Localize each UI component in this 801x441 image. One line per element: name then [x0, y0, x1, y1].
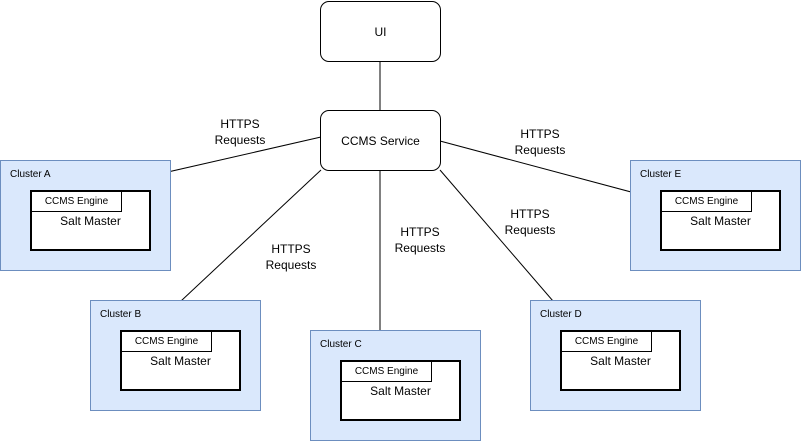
ccms-engine-a[interactable]: CCMS Engine — [31, 191, 122, 212]
edge-label-e-line2: Requests — [514, 143, 566, 157]
cluster-b[interactable]: Cluster B CCMS Engine Salt Master — [90, 300, 261, 411]
edge-label-e-line1: HTTPS — [520, 127, 560, 141]
edge-label-e: HTTPS Requests — [500, 126, 580, 158]
cluster-a[interactable]: Cluster A CCMS Engine Salt Master — [0, 160, 171, 271]
salt-master-b-label: Salt Master — [150, 354, 211, 368]
edge-label-b-line2: Requests — [265, 258, 317, 272]
ui-node-label: UI — [374, 24, 387, 39]
salt-master-b[interactable]: CCMS Engine Salt Master — [120, 330, 241, 391]
cluster-c[interactable]: Cluster C CCMS Engine Salt Master — [310, 330, 481, 441]
ccms-service-node[interactable]: CCMS Service — [320, 110, 441, 171]
edge-label-d-line1: HTTPS — [510, 207, 550, 221]
ccms-engine-e[interactable]: CCMS Engine — [661, 191, 752, 212]
cluster-c-label: Cluster C — [320, 339, 362, 350]
cluster-e[interactable]: Cluster E CCMS Engine Salt Master — [630, 160, 801, 271]
edge-label-b-line1: HTTPS — [271, 242, 311, 256]
ui-node[interactable]: UI — [320, 1, 441, 62]
edge-label-c: HTTPS Requests — [380, 224, 460, 256]
salt-master-a[interactable]: CCMS Engine Salt Master — [30, 190, 151, 251]
cluster-d[interactable]: Cluster D CCMS Engine Salt Master — [530, 300, 701, 411]
edge-label-d-line2: Requests — [504, 223, 556, 237]
ccms-engine-d[interactable]: CCMS Engine — [561, 331, 652, 352]
edge-label-c-line2: Requests — [394, 241, 446, 255]
edge-label-d: HTTPS Requests — [490, 206, 570, 238]
ccms-service-label: CCMS Service — [341, 133, 420, 148]
cluster-a-label: Cluster A — [10, 169, 51, 180]
ccms-engine-c[interactable]: CCMS Engine — [341, 361, 432, 382]
edge-label-c-line1: HTTPS — [400, 225, 440, 239]
salt-master-d[interactable]: CCMS Engine Salt Master — [560, 330, 681, 391]
salt-master-c-label: Salt Master — [370, 384, 431, 398]
edge-label-a-line2: Requests — [214, 133, 266, 147]
cluster-b-label: Cluster B — [100, 309, 142, 320]
salt-master-e[interactable]: CCMS Engine Salt Master — [660, 190, 781, 251]
ccms-engine-b[interactable]: CCMS Engine — [121, 331, 212, 352]
salt-master-d-label: Salt Master — [590, 354, 651, 368]
edge-service-cluster-e — [439, 140, 662, 201]
cluster-e-label: Cluster E — [640, 169, 682, 180]
salt-master-e-label: Salt Master — [690, 214, 751, 228]
cluster-d-label: Cluster D — [540, 309, 582, 320]
salt-master-a-label: Salt Master — [60, 214, 121, 228]
edge-label-a-line1: HTTPS — [220, 117, 260, 131]
edge-label-a: HTTPS Requests — [200, 116, 280, 148]
salt-master-c[interactable]: CCMS Engine Salt Master — [340, 360, 461, 421]
edge-label-b: HTTPS Requests — [251, 241, 331, 273]
